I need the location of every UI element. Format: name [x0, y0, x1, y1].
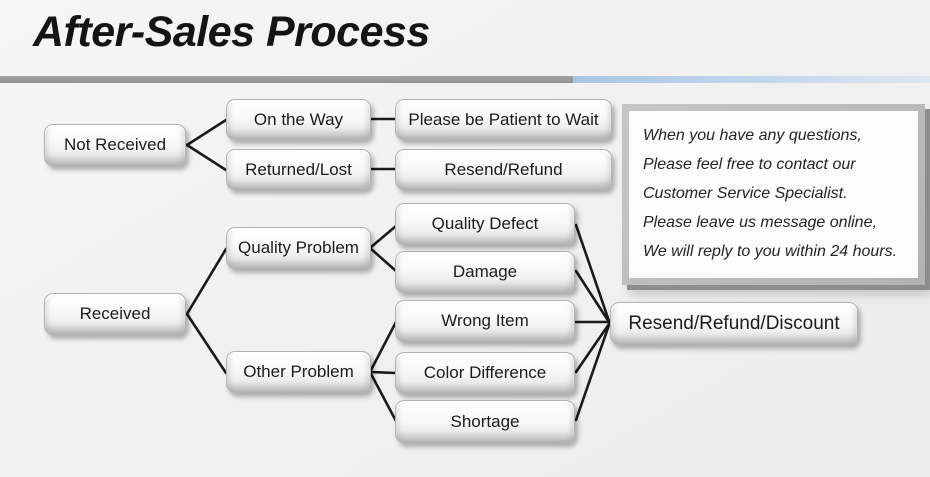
connector-other-problem-wrong-item [368, 320, 398, 374]
node-resend-refund-discount: Resend/Refund/Discount [610, 302, 858, 345]
connector-shortage-discount [574, 323, 611, 422]
node-color-difference: Color Difference [395, 352, 575, 394]
connector-quality-problem-quality-defect [368, 224, 398, 250]
connector-not-received-on-the-way [185, 118, 228, 147]
connector-not-received-returned-lost [185, 143, 228, 172]
page-title: After-Sales Process [33, 8, 430, 56]
customer-service-info-text: When you have any questions, Please feel… [629, 111, 918, 278]
connector-quality-defect-discount [574, 223, 611, 323]
node-received: Received [44, 293, 186, 335]
connector-received-other-problem [185, 312, 228, 375]
connector-received-quality-problem [185, 247, 228, 316]
node-on-the-way: On the Way [226, 99, 371, 140]
connector-other-problem-shortage [368, 370, 398, 423]
info-line: When you have any questions, [643, 127, 862, 144]
node-resend-refund: Resend/Refund [395, 149, 612, 190]
connector-quality-problem-damage [368, 246, 398, 273]
customer-service-info-panel: When you have any questions, Please feel… [622, 104, 925, 285]
node-wrong-item: Wrong Item [395, 300, 575, 342]
info-line: Customer Service Specialist. [643, 185, 848, 202]
node-other-problem: Other Problem [226, 351, 371, 393]
node-not-received: Not Received [44, 124, 186, 166]
info-line: Please leave us message online, [643, 214, 877, 231]
node-quality-defect: Quality Defect [395, 203, 575, 245]
node-quality-problem: Quality Problem [226, 227, 371, 269]
connector-other-problem-color-difference [368, 370, 398, 375]
node-shortage: Shortage [395, 400, 575, 443]
title-divider-blue [573, 76, 930, 83]
title-divider-gray [0, 76, 573, 83]
node-damage: Damage [395, 251, 575, 293]
connector-damage-discount [574, 269, 611, 324]
connector-color-difference-discount [574, 322, 611, 374]
info-line: We will reply to you within 24 hours. [643, 243, 898, 260]
info-line: Please feel free to contact our [643, 156, 856, 173]
node-please-be-patient-to-wait: Please be Patient to Wait [395, 99, 612, 140]
node-returned-lost: Returned/Lost [226, 149, 371, 190]
